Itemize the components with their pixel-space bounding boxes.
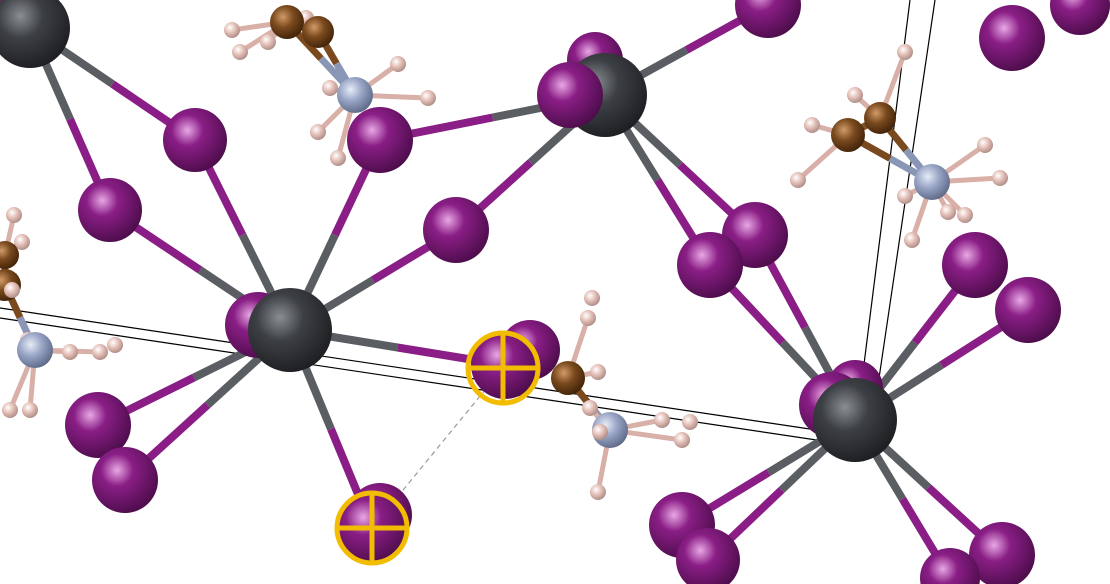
hydrogen-atom[interactable] [897, 188, 913, 204]
lead-atom[interactable] [248, 288, 332, 372]
lead-atom[interactable] [0, 0, 70, 68]
carbon-atom[interactable] [864, 102, 896, 134]
hydrogen-atom[interactable] [2, 402, 18, 418]
hydrogen-atom[interactable] [420, 90, 436, 106]
iodine-atom[interactable] [979, 5, 1045, 71]
hydrogen-atom[interactable] [847, 87, 863, 103]
hydrogen-atom[interactable] [682, 414, 698, 430]
iodine-atom[interactable] [677, 232, 743, 298]
carbon-atom[interactable] [270, 5, 304, 39]
carbon-atom[interactable] [831, 118, 865, 152]
hydrogen-atom[interactable] [904, 232, 920, 248]
nitrogen-atom[interactable] [337, 77, 373, 113]
hydrogen-atom[interactable] [224, 22, 240, 38]
hydrogen-atom[interactable] [62, 344, 78, 360]
hydrogen-atom[interactable] [310, 124, 326, 140]
hydrogen-atom[interactable] [790, 172, 806, 188]
carbon-atom[interactable] [0, 241, 19, 269]
lead-atom[interactable] [813, 378, 897, 462]
hydrogen-atom[interactable] [107, 337, 123, 353]
iodine-atom[interactable] [920, 548, 980, 584]
hydrogen-atom[interactable] [6, 207, 22, 223]
hydrogen-atom[interactable] [584, 290, 600, 306]
iodine-atom[interactable] [92, 447, 158, 513]
hydrogen-atom[interactable] [804, 117, 820, 133]
cell-edge [0, 307, 831, 433]
hydrogen-atom[interactable] [14, 234, 30, 250]
iodine-atom[interactable] [347, 107, 413, 173]
hydrogen-atom[interactable] [322, 80, 338, 96]
hydrogen-atom[interactable] [330, 150, 346, 166]
iodine-atom[interactable] [423, 197, 489, 263]
hydrogen-atom[interactable] [674, 432, 690, 448]
iodine-atom[interactable] [78, 178, 142, 242]
iodine-atom[interactable] [163, 108, 227, 172]
nitrogen-atom[interactable] [914, 164, 950, 200]
iodine-atom[interactable] [65, 392, 131, 458]
iodine-atom[interactable] [676, 528, 740, 584]
hydrogen-atom[interactable] [260, 34, 276, 50]
iodine-atom[interactable] [735, 0, 801, 38]
hydrogen-atom[interactable] [992, 170, 1008, 186]
hydrogen-atom[interactable] [897, 44, 913, 60]
iodine-atom[interactable] [969, 522, 1035, 584]
hydrogen-atom[interactable] [977, 137, 993, 153]
nitrogen-atom[interactable] [17, 332, 53, 368]
carbon-atom[interactable] [302, 16, 334, 48]
hydrogen-atom[interactable] [4, 282, 20, 298]
hydrogen-atom[interactable] [957, 207, 973, 223]
hydrogen-atom[interactable] [940, 204, 956, 220]
iodine-atom[interactable] [537, 62, 603, 128]
hydrogen-atom[interactable] [592, 424, 608, 440]
hydrogen-atom[interactable] [22, 402, 38, 418]
hydrogen-atom[interactable] [654, 412, 670, 428]
hydrogen-atom[interactable] [390, 56, 406, 72]
hydrogen-atom[interactable] [582, 400, 598, 416]
hydrogen-atom[interactable] [590, 364, 606, 380]
iodine-atom[interactable] [995, 277, 1061, 343]
hydrogen-atom[interactable] [92, 344, 108, 360]
hydrogen-atom[interactable] [232, 44, 248, 60]
iodine-atom[interactable] [942, 232, 1008, 298]
hydrogen-atom[interactable] [580, 310, 596, 326]
bond-layer [1, 1, 1031, 581]
iodine-atom[interactable] [1050, 0, 1110, 35]
hydrogen-atom[interactable] [590, 484, 606, 500]
selection-marker-layer [334, 330, 541, 566]
carbon-atom[interactable] [551, 361, 585, 395]
